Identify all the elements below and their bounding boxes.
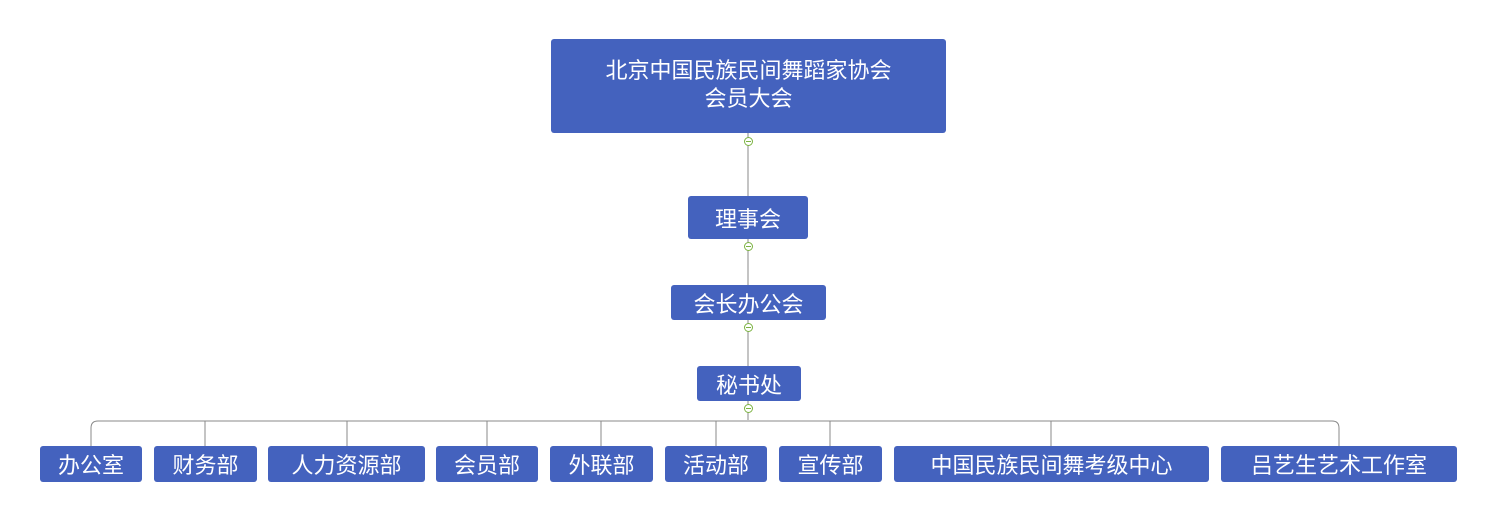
collapse-toggle-icon[interactable] <box>744 404 753 413</box>
node-secretariat[interactable]: 秘书处 <box>697 366 801 401</box>
dept-node[interactable]: 活动部 <box>665 446 767 482</box>
node-secretariat-label: 秘书处 <box>715 373 782 399</box>
dept-node-label: 财务部 <box>172 454 239 479</box>
root-node-line2: 会员大会 <box>704 87 793 112</box>
node-president-office-label: 会长办公会 <box>693 292 804 318</box>
root-node-general-assembly[interactable]: 北京中国民族民间舞蹈家协会 会员大会 <box>551 39 946 133</box>
dept-node[interactable]: 财务部 <box>154 446 257 482</box>
dept-node-label: 中国民族民间舞考级中心 <box>930 454 1173 479</box>
root-node-line1: 北京中国民族民间舞蹈家协会 <box>605 59 892 84</box>
dept-node-label: 吕艺生艺术工作室 <box>1250 454 1427 479</box>
dept-node-label: 人力资源部 <box>291 454 402 479</box>
dept-node[interactable]: 吕艺生艺术工作室 <box>1221 446 1457 482</box>
dept-node[interactable]: 中国民族民间舞考级中心 <box>894 446 1209 482</box>
dept-node[interactable]: 人力资源部 <box>268 446 425 482</box>
dept-node[interactable]: 外联部 <box>550 446 653 482</box>
dept-node-label: 办公室 <box>57 454 124 479</box>
dept-node-label: 外联部 <box>568 454 635 479</box>
node-council[interactable]: 理事会 <box>688 196 808 239</box>
dept-node-label: 宣传部 <box>797 454 864 479</box>
dept-node-label: 会员部 <box>453 454 520 479</box>
dept-node-label: 活动部 <box>682 454 749 479</box>
collapse-toggle-icon[interactable] <box>744 323 753 332</box>
dept-node[interactable]: 宣传部 <box>779 446 882 482</box>
dept-node[interactable]: 办公室 <box>40 446 142 482</box>
collapse-toggle-icon[interactable] <box>744 137 753 146</box>
connector-bus <box>90 420 1340 446</box>
collapse-toggle-icon[interactable] <box>744 242 753 251</box>
dept-node[interactable]: 会员部 <box>436 446 538 482</box>
node-council-label: 理事会 <box>714 207 781 233</box>
node-president-office[interactable]: 会长办公会 <box>671 285 826 320</box>
